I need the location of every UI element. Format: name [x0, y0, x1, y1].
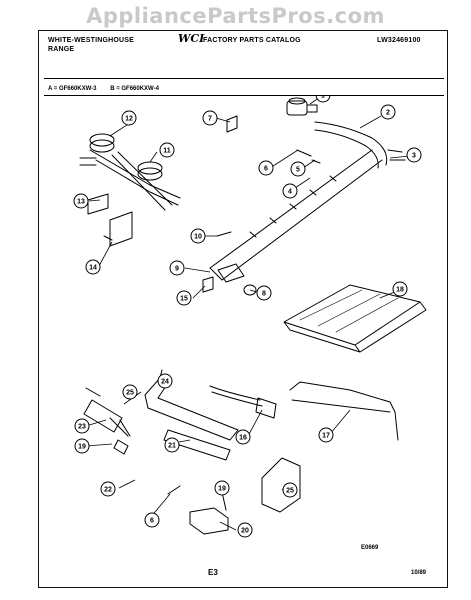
burner-shield-part — [283, 284, 427, 353]
svg-text:2: 2 — [386, 110, 390, 117]
svg-text:14: 14 — [89, 265, 97, 272]
svg-text:20: 20 — [241, 528, 249, 535]
callout-15: 15 — [176, 290, 192, 306]
svg-text:6: 6 — [264, 166, 268, 173]
callout-12: 12 — [121, 110, 137, 126]
svg-text:5: 5 — [296, 167, 300, 174]
svg-text:11: 11 — [163, 148, 171, 155]
svg-text:10: 10 — [194, 234, 202, 241]
svg-text:25: 25 — [286, 488, 294, 495]
callout-1: 1 — [315, 96, 331, 103]
callout-group: 1 2 3 4 5 6 7 8 9 10 11 12 13 14 15 16 1… — [73, 96, 422, 538]
callout-16: 16 — [235, 429, 251, 445]
callout-6b: 6 — [144, 512, 160, 528]
svg-text:19: 19 — [78, 444, 86, 451]
svg-text:1: 1 — [321, 96, 325, 100]
burner-assembly-part — [79, 133, 181, 211]
header-rule — [44, 78, 444, 79]
callout-7: 7 — [202, 110, 218, 126]
callout-13: 13 — [73, 193, 89, 209]
callout-21: 21 — [164, 437, 180, 453]
svg-text:6: 6 — [150, 518, 154, 525]
callout-25b: 25 — [282, 482, 298, 498]
svg-text:17: 17 — [322, 433, 330, 440]
watermark-text: AppliancePartsPros.com — [86, 4, 385, 28]
svg-text:16: 16 — [239, 435, 247, 442]
svg-text:24: 24 — [161, 379, 169, 386]
brand-line-2: RANGE — [48, 46, 75, 53]
callout-25a: 25 — [122, 384, 138, 400]
model-legend: A = GF660KXW-3 B = GF660KXW-4 — [48, 86, 171, 92]
svg-text:23: 23 — [78, 424, 86, 431]
safety-valve-part — [189, 507, 229, 535]
callout-2: 2 — [380, 104, 396, 120]
callout-5: 5 — [290, 161, 306, 177]
callout-19b: 19 — [214, 480, 230, 496]
model-a: A = GF660KXW-3 — [48, 86, 97, 92]
svg-text:7: 7 — [208, 116, 212, 123]
svg-text:21: 21 — [168, 443, 176, 450]
gas-valve-part — [286, 97, 318, 116]
callout-6: 6 — [258, 160, 274, 176]
callout-20: 20 — [237, 522, 253, 538]
model-b: B = GF660KXW-4 — [110, 86, 159, 92]
svg-text:19: 19 — [218, 486, 226, 493]
callout-18: 18 — [392, 281, 408, 297]
figure-reference: E0669 — [361, 545, 379, 551]
wci-logo: WCI — [178, 32, 205, 45]
bake-burner-part — [289, 381, 399, 441]
pilot-bracket-part — [87, 193, 133, 247]
svg-text:18: 18 — [396, 287, 404, 294]
mount-bracket-part — [261, 457, 301, 513]
wire-harness-part — [209, 385, 277, 419]
exploded-parts-diagram: 1 2 3 4 5 6 7 8 9 10 11 12 13 14 15 16 1… — [73, 96, 427, 538]
orifice-parts — [216, 115, 321, 237]
callout-17: 17 — [318, 427, 334, 443]
page-border — [38, 30, 448, 588]
callout-4: 4 — [282, 183, 298, 199]
catalog-code: LW32469100 — [377, 37, 421, 44]
fitting-part — [109, 417, 181, 495]
callout-10: 10 — [190, 228, 206, 244]
catalog-date: 10/89 — [411, 570, 427, 576]
brand-label: WHITE-WESTINGHOUSE RANGE — [48, 36, 134, 54]
page-number: E3 — [208, 568, 218, 577]
svg-text:9: 9 — [175, 266, 179, 273]
callout-19a: 19 — [74, 438, 90, 454]
callout-22: 22 — [100, 481, 116, 497]
callout-3: 3 — [406, 147, 422, 163]
brand-line-1: WHITE-WESTINGHOUSE — [48, 37, 135, 44]
svg-text:15: 15 — [180, 296, 188, 303]
svg-text:25: 25 — [126, 390, 134, 397]
models-rule — [44, 95, 444, 96]
svg-text:8: 8 — [262, 291, 266, 298]
svg-text:3: 3 — [412, 153, 416, 160]
callout-11: 11 — [159, 142, 175, 158]
svg-text:4: 4 — [288, 189, 292, 196]
ignitor-part — [83, 387, 131, 437]
support-bracket-part — [163, 429, 231, 461]
callout-24: 24 — [157, 373, 173, 389]
manifold-pipe-part — [209, 121, 406, 281]
callout-9: 9 — [169, 260, 185, 276]
svg-text:13: 13 — [77, 199, 85, 206]
svg-text:12: 12 — [125, 116, 133, 123]
svg-text:22: 22 — [104, 487, 112, 494]
callout-14: 14 — [85, 259, 101, 275]
callout-8: 8 — [256, 285, 272, 301]
callout-23: 23 — [74, 418, 90, 434]
catalog-title: FACTORY PARTS CATALOG — [203, 37, 301, 44]
